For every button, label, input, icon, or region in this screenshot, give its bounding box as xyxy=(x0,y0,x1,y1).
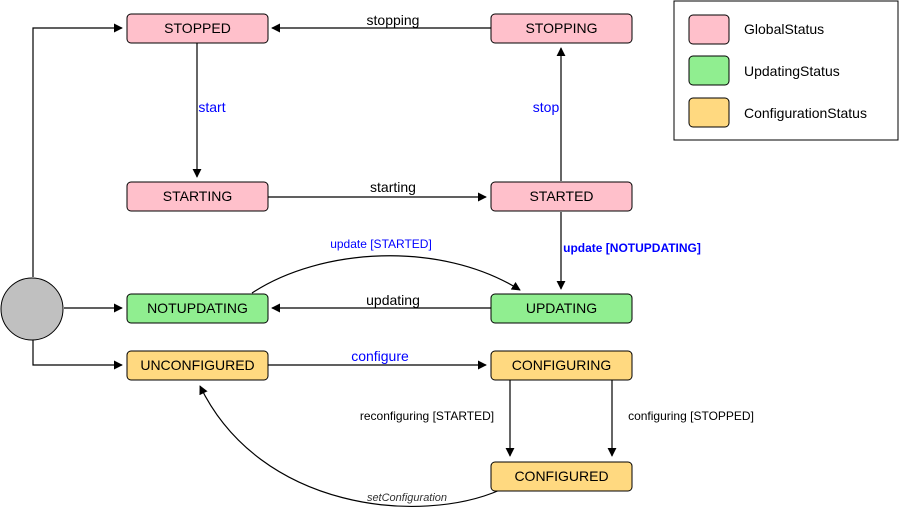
state-started-label: STARTED xyxy=(529,188,593,204)
label-updating: updating xyxy=(366,292,420,308)
state-stopping-label: STOPPING xyxy=(525,20,597,36)
label-stop: stop xyxy=(533,99,560,115)
legend-item-global: GlobalStatus xyxy=(688,14,824,45)
label-configuring: configuring [STOPPED] xyxy=(628,409,754,423)
state-starting-label: STARTING xyxy=(163,188,233,204)
legend-item-configuration: ConfigurationStatus xyxy=(688,97,867,128)
legend: GlobalStatus UpdatingStatus Configuratio… xyxy=(673,0,899,141)
state-stopped-label: STOPPED xyxy=(164,20,231,36)
edge-initial-to-stopped xyxy=(32,23,123,277)
initial-state-node xyxy=(0,277,64,341)
state-configuring-label: CONFIGURING xyxy=(512,357,612,373)
state-starting: STARTING xyxy=(126,181,269,212)
edge-notupdating-to-updating xyxy=(251,255,521,294)
state-notupdating: NOTUPDATING xyxy=(126,293,269,324)
legend-swatch-global xyxy=(688,14,730,45)
state-updating-label: UPDATING xyxy=(526,300,597,316)
legend-label-updating: UpdatingStatus xyxy=(744,63,840,79)
edge-configured-to-unconfigured xyxy=(199,385,501,508)
label-stopping: stopping xyxy=(367,12,420,28)
label-configure: configure xyxy=(351,348,409,364)
state-started: STARTED xyxy=(490,181,633,212)
legend-label-global: GlobalStatus xyxy=(744,21,824,37)
state-notupdating-label: NOTUPDATING xyxy=(147,300,248,316)
state-configured: CONFIGURED xyxy=(490,461,633,492)
state-configuring: CONFIGURING xyxy=(490,350,633,381)
state-stopping: STOPPING xyxy=(490,13,633,44)
label-set-configuration: setConfiguration xyxy=(367,492,447,504)
label-reconfiguring: reconfiguring [STARTED] xyxy=(360,409,494,423)
edge-initial-to-unconfigured xyxy=(32,340,123,370)
legend-label-configuration: ConfigurationStatus xyxy=(744,105,867,121)
legend-item-updating: UpdatingStatus xyxy=(688,55,840,86)
state-unconfigured: UNCONFIGURED xyxy=(126,350,269,381)
state-stopped: STOPPED xyxy=(126,13,269,44)
legend-swatch-updating xyxy=(688,55,730,86)
label-start: start xyxy=(198,99,225,115)
legend-swatch-configuration xyxy=(688,97,730,128)
label-starting: starting xyxy=(370,179,416,195)
state-updating: UPDATING xyxy=(490,293,633,324)
label-update-notupdating: update [NOTUPDATING] xyxy=(563,241,701,255)
state-unconfigured-label: UNCONFIGURED xyxy=(140,357,254,373)
label-update-started: update [STARTED] xyxy=(330,237,432,251)
state-configured-label: CONFIGURED xyxy=(514,468,608,484)
